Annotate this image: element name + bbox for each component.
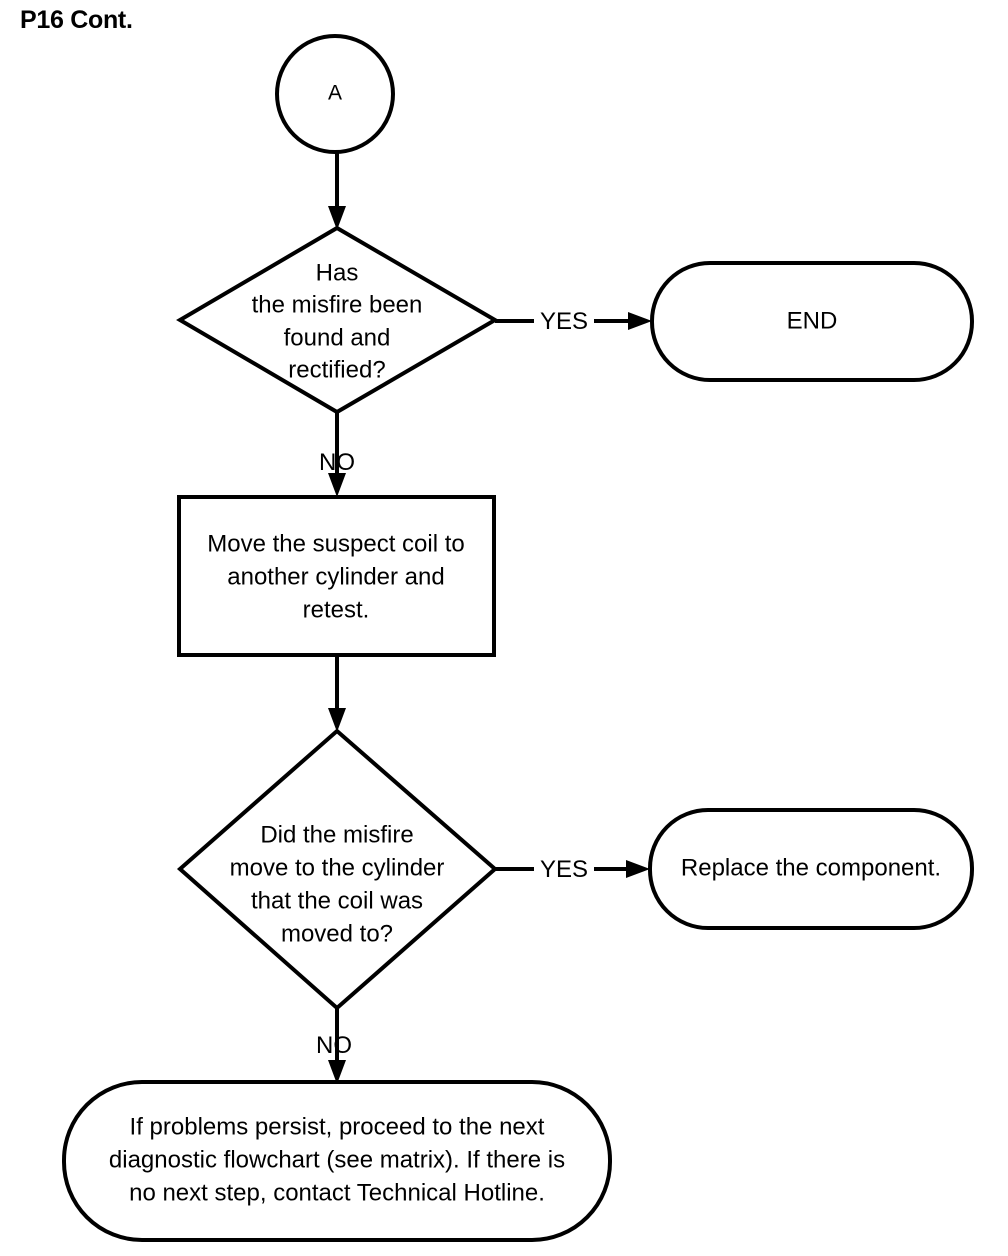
process-line-1: Move the suspect coil to xyxy=(207,530,464,557)
persist-line-2: diagnostic flowchart (see matrix). If th… xyxy=(109,1146,565,1173)
process-line-3: retest. xyxy=(303,596,370,623)
edge-a-to-decision1 xyxy=(328,152,346,230)
node-decision-1[interactable]: Has the misfire been found and rectified… xyxy=(176,225,499,415)
arrow-head-icon xyxy=(328,473,346,497)
edge-decision1-no: NO xyxy=(319,412,355,497)
node-terminal-replace[interactable]: Replace the component. xyxy=(648,808,974,930)
process-rectangle xyxy=(177,495,496,657)
persist-stadium xyxy=(62,1080,612,1242)
node-process-move-coil[interactable]: Move the suspect coil to another cylinde… xyxy=(177,495,496,657)
process-line-2: another cylinder and xyxy=(227,563,444,590)
edge-label-yes: YES xyxy=(540,856,588,883)
edge-decision2-yes: YES xyxy=(495,856,650,883)
decision-2-line-4: moved to? xyxy=(281,920,393,947)
edge-label-no: NO xyxy=(316,1032,352,1059)
decision-1-diamond xyxy=(176,225,499,415)
decision-2-line-1: Did the misfire xyxy=(260,821,413,848)
arrow-head-icon xyxy=(328,1060,346,1084)
decision-2-line-2: move to the cylinder xyxy=(230,854,445,881)
replace-label: Replace the component. xyxy=(681,854,941,881)
connector-a-label: A xyxy=(328,82,342,105)
end-label: END xyxy=(787,307,838,334)
edge-label-yes: YES xyxy=(540,308,588,335)
arrow-head-icon xyxy=(628,312,652,330)
page-title: P16 Cont. xyxy=(20,6,133,34)
end-stadium xyxy=(650,261,974,382)
node-terminal-persist[interactable]: If problems persist, proceed to the next… xyxy=(62,1080,612,1242)
decision-1-line-1: Has xyxy=(316,259,359,286)
edge-decision1-yes: YES xyxy=(495,308,652,335)
edge-decision2-no: NO xyxy=(316,1008,352,1084)
decision-1-line-3: found and xyxy=(284,324,391,351)
node-terminal-end[interactable]: END xyxy=(650,261,974,382)
persist-line-1: If problems persist, proceed to the next xyxy=(130,1113,545,1140)
edge-process-to-decision2 xyxy=(328,655,346,732)
arrow-head-icon xyxy=(328,206,346,230)
arrow-head-icon xyxy=(626,860,650,878)
node-connector-a[interactable]: A xyxy=(275,34,395,154)
arrow-head-icon xyxy=(328,708,346,732)
node-decision-2[interactable]: Did the misfire move to the cylinder tha… xyxy=(176,728,499,1011)
decision-2-line-3: that the coil was xyxy=(251,887,423,914)
replace-stadium xyxy=(648,808,974,930)
persist-line-3: no next step, contact Technical Hotline. xyxy=(129,1179,545,1206)
decision-1-line-4: rectified? xyxy=(288,356,385,383)
decision-1-line-2: the misfire been xyxy=(252,291,423,318)
edge-label-no: NO xyxy=(319,449,355,476)
